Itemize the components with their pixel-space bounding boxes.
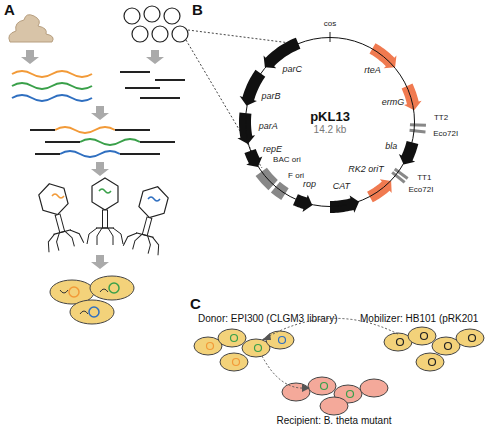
origin-label: F ori [288, 172, 304, 181]
gene-label: rop [303, 180, 316, 190]
panel-letter: A [4, 2, 15, 19]
strain-label: Donor: EPI300 (CLGM3 library) [198, 313, 338, 324]
gene-arrow [330, 195, 359, 213]
gene-label: parB [262, 92, 281, 102]
gene-label: bla [385, 142, 397, 152]
site-label: TT2 [434, 114, 448, 123]
gene-label: CAT [333, 182, 350, 192]
origin-label: BAC ori [273, 156, 301, 165]
gene-arrow [402, 84, 422, 111]
site-mark [410, 123, 426, 127]
gene-label: rteA [364, 66, 381, 76]
plasmid-name: pKL13 [310, 109, 350, 124]
site-label: cos [324, 20, 336, 29]
gene-label: RK2 oriT [348, 165, 384, 175]
gene-label: repE [263, 145, 282, 155]
strain-label: Mobilizer: HB101 (pRK201 [360, 313, 478, 324]
gene-label: parA [259, 122, 278, 132]
panel-letter: B [192, 2, 203, 19]
strain-label: Recipient: B. theta mutant [276, 415, 391, 426]
site-mark [410, 130, 426, 132]
site-label: Eco72I [433, 130, 458, 139]
gene-arrow [293, 194, 312, 212]
gene-label: parC [283, 65, 303, 75]
site-label: TT1 [417, 174, 431, 183]
panel-letter: C [190, 296, 201, 313]
gene-arrow [237, 112, 255, 144]
origin-box [256, 168, 278, 191]
site-label: Eco72I [408, 186, 433, 195]
plasmid-size: 14.2 kb [314, 124, 347, 135]
gene-label: ermG [382, 98, 405, 108]
